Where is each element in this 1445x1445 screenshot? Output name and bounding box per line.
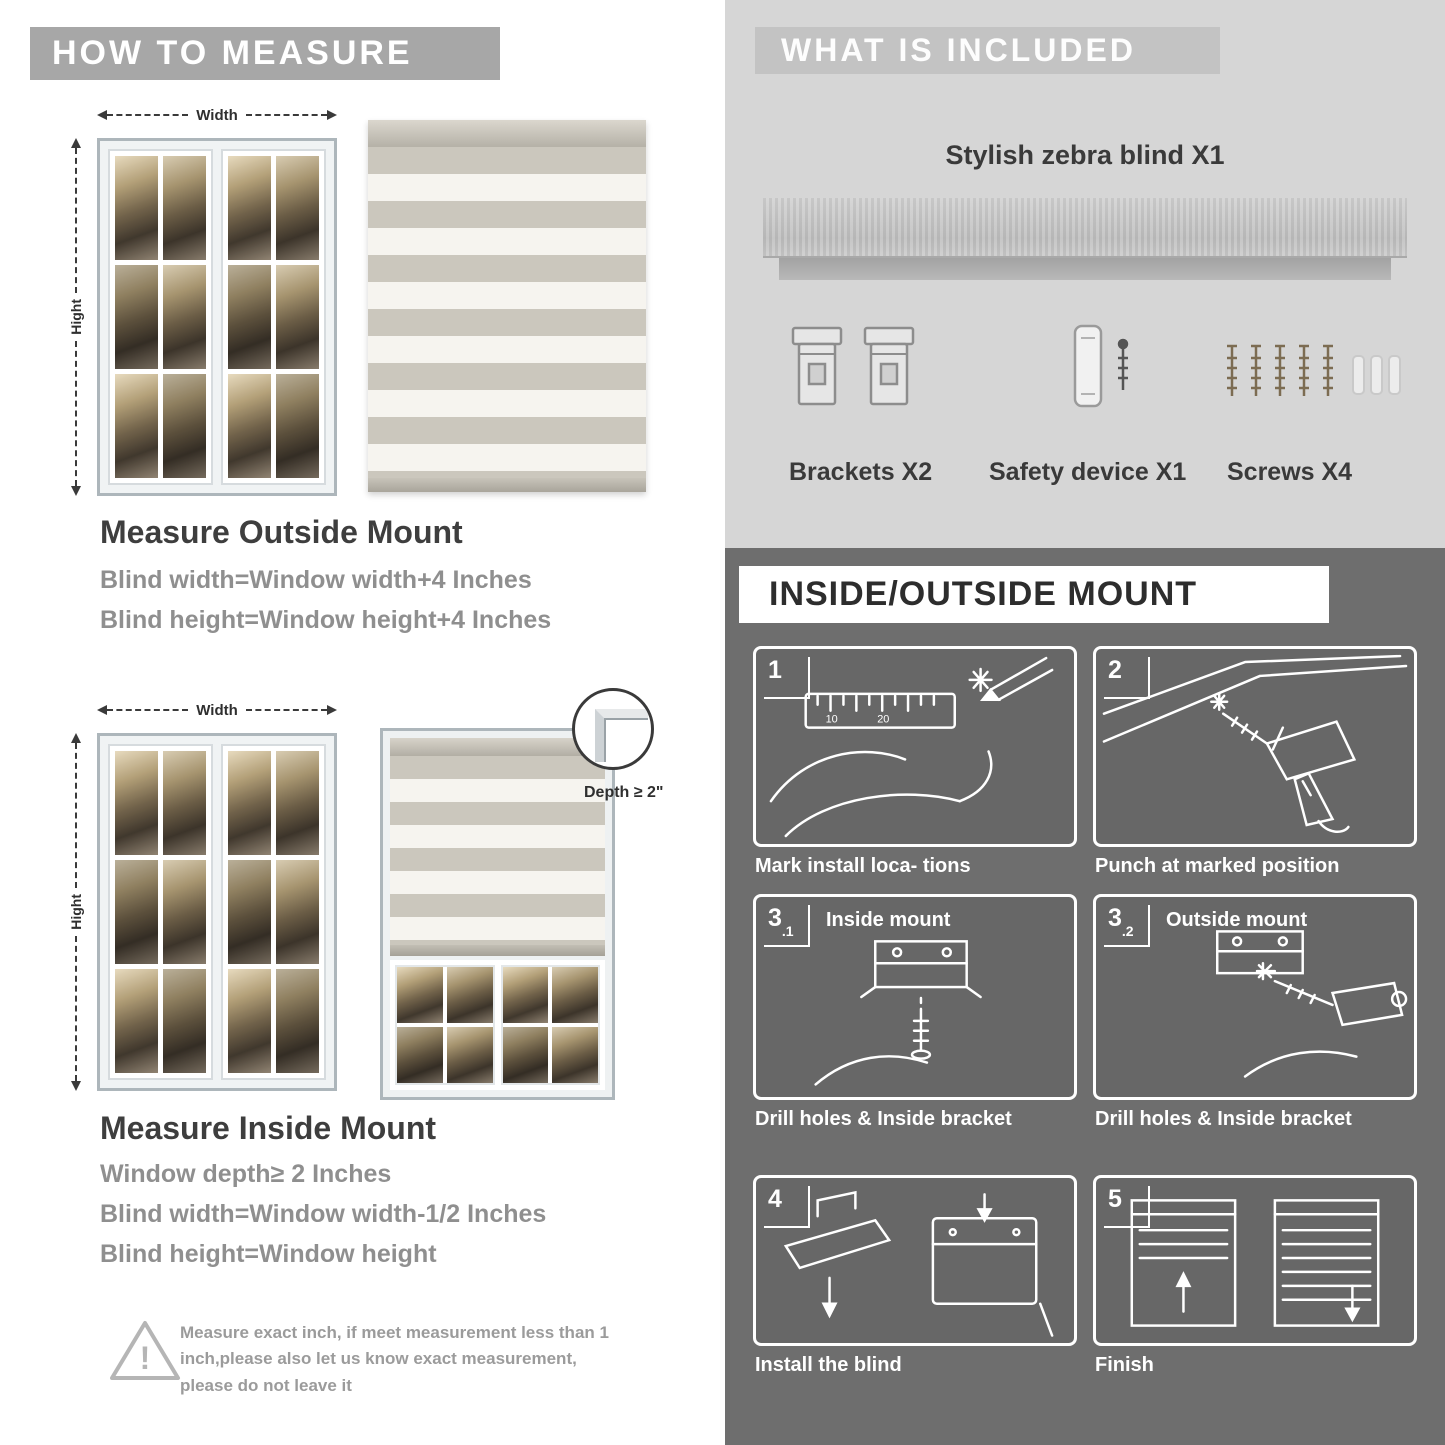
svg-text:!: ! — [140, 1340, 151, 1376]
blind-cassette — [390, 738, 605, 756]
depth-requirement-label: Depth ≥ 2" — [584, 784, 664, 801]
arrow-up-icon — [71, 138, 81, 148]
step-5-panel: 5 — [1093, 1175, 1417, 1346]
what-is-included-section: WHAT IS INCLUDED Stylish zebra blind X1 — [725, 0, 1445, 548]
step-number: 5 — [1104, 1185, 1150, 1228]
inside-width-formula: Blind width=Window width-1/2 Inches — [100, 1200, 547, 1228]
width-arrow-inside: Width — [97, 701, 338, 719]
outside-height-formula: Blind height=Window height+4 Inches — [100, 606, 552, 634]
window-sash — [221, 149, 326, 485]
brackets-label: Brackets X2 — [789, 458, 933, 486]
step-3-1-caption: Drill holes & Inside bracket — [755, 1108, 1012, 1130]
step-3-1-panel: 3.1 Inside mount — [753, 894, 1077, 1100]
step-1-panel: 1 10 — [753, 646, 1077, 847]
outside-bracket-illustration — [1215, 930, 1408, 1078]
step-3-2-title: Outside mount — [1166, 909, 1308, 931]
inside-height-formula: Blind height=Window height — [100, 1240, 437, 1268]
step-2-caption: Punch at marked position — [1095, 855, 1340, 877]
window-glass — [390, 960, 605, 1090]
inside-bracket-illustration — [814, 940, 982, 1086]
step-1: 1 10 — [753, 646, 1077, 878]
mount-steps-grid: 1 10 — [753, 646, 1417, 1377]
safety-device-label: Safety device X1 — [989, 458, 1187, 486]
step-5: 5 Finish — [1093, 1175, 1417, 1377]
zebra-blind-inside-window-illustration — [380, 728, 615, 1100]
mark-location-illustration: 10 20 — [769, 656, 1054, 838]
window-corner-detail — [595, 709, 648, 762]
blind-partial — [390, 738, 605, 957]
how-to-measure-header: HOW TO MEASURE — [30, 27, 500, 80]
zebra-blind-illustration-outside — [368, 120, 646, 492]
width-arrow-outside: Width — [97, 106, 338, 124]
screws-icon — [1227, 344, 1401, 396]
window-illustration-outside — [97, 138, 337, 496]
svg-text:10: 10 — [826, 714, 838, 726]
inside-mount-title: Measure Inside Mount — [100, 1110, 437, 1146]
step-number: 3.2 — [1104, 904, 1150, 947]
blind-stripes — [390, 756, 605, 946]
step-2: 2 — [1093, 646, 1417, 878]
step-3-2-panel: 3.2 Outside mount — [1093, 894, 1417, 1100]
safety-device-icon — [1073, 324, 1129, 408]
svg-text:20: 20 — [877, 714, 889, 726]
blind-bottom-rail — [390, 945, 605, 957]
step-3-1-title: Inside mount — [826, 909, 951, 931]
step-5-caption: Finish — [1095, 1354, 1154, 1376]
arrow-down-icon — [71, 1081, 81, 1092]
step-4-panel: 4 — [753, 1175, 1077, 1346]
step-3-1: 3.1 Inside mount — [753, 894, 1077, 1131]
warning-icon: ! — [110, 1321, 180, 1380]
width-label: Width — [196, 701, 238, 719]
blind-headrail-illustration — [763, 198, 1407, 258]
arrow-right-icon — [327, 110, 338, 120]
measurement-warning-text: Measure exact inch, if meet measurement … — [180, 1323, 609, 1395]
inside-depth-formula: Window depth≥ 2 Inches — [100, 1160, 392, 1188]
step-1-caption: Mark install loca- tions — [755, 855, 971, 877]
depth-detail-callout — [572, 688, 654, 770]
blind-cassette — [368, 120, 646, 147]
drill-illustration — [1102, 654, 1408, 833]
height-arrow-inside: Hight — [68, 733, 84, 1092]
arrow-up-icon — [71, 733, 81, 743]
window-illustration-inside — [97, 733, 337, 1091]
finished-blinds-illustration — [1130, 1199, 1380, 1327]
outside-mount-title: Measure Outside Mount — [100, 514, 463, 550]
arrow-down-icon — [71, 486, 81, 497]
height-label: Hight — [68, 894, 84, 930]
install-blind-illustration — [783, 1190, 1054, 1337]
outside-width-formula: Blind width=Window width+4 Inches — [100, 566, 532, 594]
mount-instructions-section: INSIDE/OUTSIDE MOUNT 1 — [725, 548, 1445, 1445]
window-sash — [108, 744, 213, 1080]
step-4: 4 — [753, 1175, 1077, 1377]
arrow-left-icon — [97, 705, 107, 715]
brackets-icon — [791, 326, 915, 406]
step-4-caption: Install the blind — [755, 1354, 902, 1376]
step-3-2-caption: Drill holes & Inside bracket — [1095, 1108, 1352, 1130]
arrow-right-icon — [327, 705, 338, 715]
height-label: Hight — [68, 299, 84, 335]
mount-section-header: INSIDE/OUTSIDE MOUNT — [739, 566, 1329, 623]
step-2-panel: 2 — [1093, 646, 1417, 847]
arrow-left-icon — [97, 110, 107, 120]
screws-label: Screws X4 — [1227, 458, 1353, 486]
product-label: Stylish zebra blind X1 — [945, 140, 1225, 170]
blind-stripes — [368, 147, 646, 478]
what-is-included-header: WHAT IS INCLUDED — [755, 27, 1220, 74]
window-sash — [108, 149, 213, 485]
height-arrow-outside: Hight — [68, 138, 84, 497]
step-number: 2 — [1104, 656, 1150, 699]
step-3-2: 3.2 Outside mount — [1093, 894, 1417, 1131]
blind-bottom-rail — [368, 478, 646, 492]
step-number: 4 — [764, 1185, 810, 1228]
step-number: 1 — [764, 656, 810, 699]
width-label: Width — [196, 106, 238, 124]
step-number: 3.1 — [764, 904, 810, 947]
blind-headrail-shadow — [779, 258, 1391, 280]
window-sash — [221, 744, 326, 1080]
